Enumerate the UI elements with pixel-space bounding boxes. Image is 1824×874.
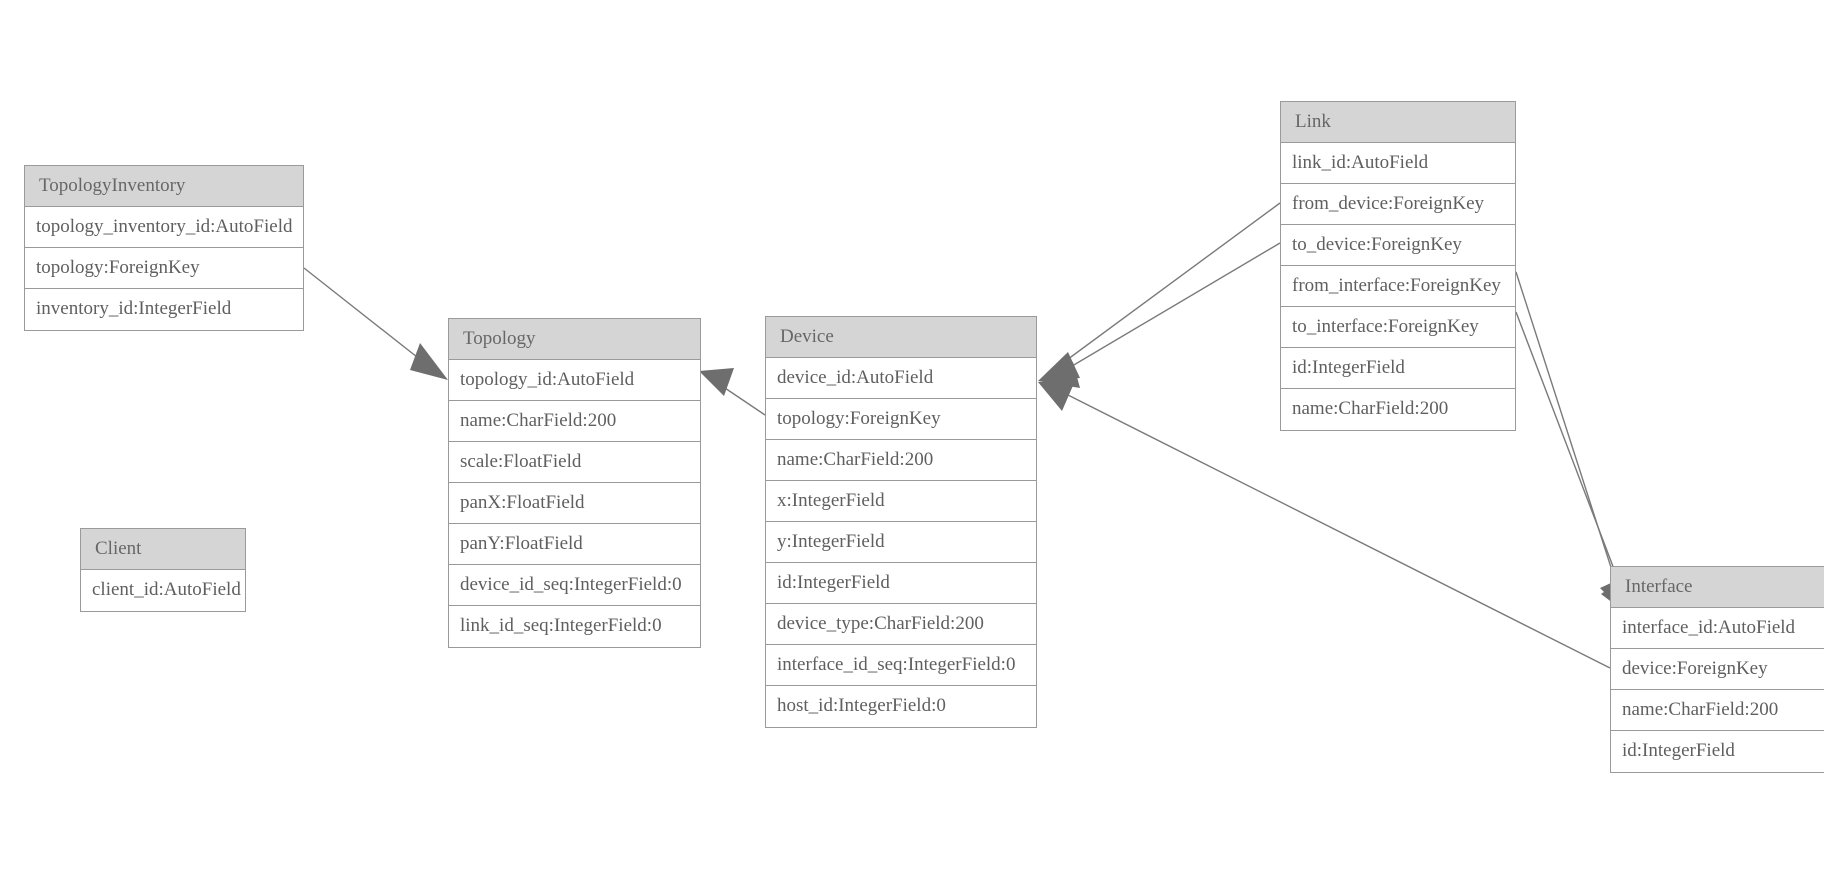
- entity-field[interactable]: device_type:CharField:200: [766, 604, 1036, 645]
- entity-field[interactable]: name:CharField:200: [1292, 398, 1449, 419]
- entity-field[interactable]: link_id:AutoField: [1281, 143, 1515, 184]
- entity-field[interactable]: from_interface:ForeignKey: [1281, 266, 1515, 307]
- entity-field[interactable]: topology_id:AutoField: [449, 360, 700, 401]
- entity-title: Device: [766, 317, 1036, 358]
- entity-field[interactable]: to_interface:ForeignKey: [1281, 307, 1515, 348]
- entity-field-list: topology_inventory_id:AutoField topology…: [25, 207, 303, 330]
- entity-field[interactable]: scale:FloatField: [449, 442, 700, 483]
- entity-title: TopologyInventory: [25, 166, 303, 207]
- entity-device[interactable]: Device device_id:AutoField topology:Fore…: [765, 316, 1037, 728]
- entity-interface[interactable]: Interface interface_id:AutoField device:…: [1610, 566, 1824, 773]
- edge-topologyinventory-topology: [303, 267, 448, 380]
- entity-topology[interactable]: Topology topology_id:AutoField name:Char…: [448, 318, 701, 648]
- entity-field[interactable]: device_id:AutoField: [766, 358, 1036, 399]
- entity-field[interactable]: interface_id:AutoField: [1611, 608, 1824, 649]
- entity-title: Client: [81, 529, 245, 570]
- entity-field[interactable]: panY:FloatField: [449, 524, 700, 565]
- entity-field-list: link_id:AutoField from_device:ForeignKey…: [1281, 143, 1515, 430]
- entity-field[interactable]: name:CharField:200: [449, 401, 700, 442]
- entity-field[interactable]: from_device:ForeignKey: [1281, 184, 1515, 225]
- entity-link[interactable]: Link link_id:AutoField from_device:Forei…: [1280, 101, 1516, 431]
- entity-field[interactable]: topology:ForeignKey: [766, 399, 1036, 440]
- entity-field[interactable]: id:IntegerField: [1281, 348, 1515, 389]
- entity-field[interactable]: topology_inventory_id:AutoField: [25, 207, 303, 248]
- entity-field[interactable]: topology:ForeignKey: [25, 248, 303, 289]
- entity-field[interactable]: panX:FloatField: [449, 483, 700, 524]
- entity-field[interactable]: device_id_seq:IntegerField:0: [449, 565, 700, 606]
- entity-title: Topology: [449, 319, 700, 360]
- entity-client[interactable]: Client client_id:AutoField: [80, 528, 246, 612]
- entity-field-list: device_id:AutoField topology:ForeignKey …: [766, 358, 1036, 727]
- entity-field[interactable]: device:ForeignKey: [1611, 649, 1824, 690]
- entity-field-list: interface_id:AutoField device:ForeignKey…: [1611, 608, 1824, 772]
- edge-link-todevice-device: [1038, 242, 1281, 388]
- entity-field[interactable]: host_id:IntegerField:0: [777, 695, 946, 716]
- entity-topology-inventory[interactable]: TopologyInventory topology_inventory_id:…: [24, 165, 304, 331]
- entity-field[interactable]: x:IntegerField: [766, 481, 1036, 522]
- entity-field[interactable]: id:IntegerField: [766, 563, 1036, 604]
- entity-field[interactable]: id:IntegerField: [1622, 740, 1735, 761]
- entity-field[interactable]: client_id:AutoField: [92, 579, 241, 600]
- edge-link-fromdevice-device: [1038, 202, 1281, 381]
- entity-field[interactable]: name:CharField:200: [1611, 690, 1824, 731]
- edge-link-frominterface-interface: [1515, 271, 1628, 616]
- entity-field[interactable]: y:IntegerField: [766, 522, 1036, 563]
- entity-title: Interface: [1611, 567, 1824, 608]
- entity-field[interactable]: interface_id_seq:IntegerField:0: [766, 645, 1036, 686]
- entity-field[interactable]: name:CharField:200: [766, 440, 1036, 481]
- edge-device-topology: [699, 368, 766, 416]
- entity-title: Link: [1281, 102, 1515, 143]
- entity-field-list: client_id:AutoField: [81, 570, 245, 611]
- entity-field[interactable]: link_id_seq:IntegerField:0: [460, 615, 662, 636]
- entity-field[interactable]: inventory_id:IntegerField: [36, 298, 232, 319]
- entity-field[interactable]: to_device:ForeignKey: [1281, 225, 1515, 266]
- entity-field-list: topology_id:AutoField name:CharField:200…: [449, 360, 700, 647]
